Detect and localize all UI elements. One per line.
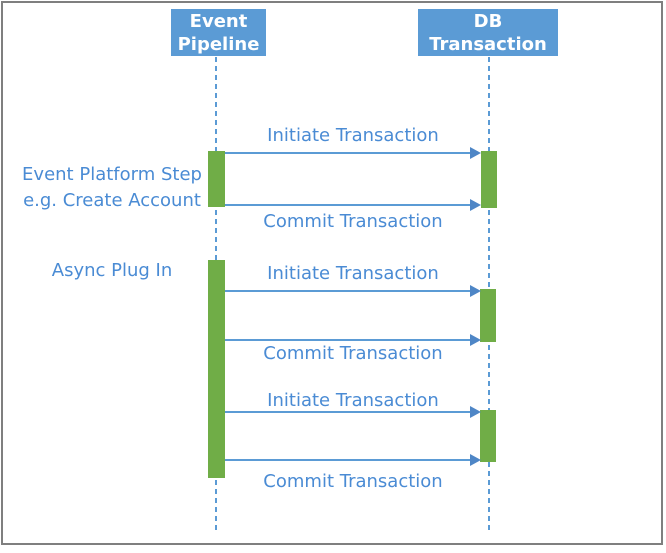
- message-label-initiate-2: Initiate Transaction: [267, 263, 439, 284]
- message-arrow-commit-3: [225, 454, 481, 466]
- annotation-line1: Async Plug In: [51, 260, 173, 281]
- activation-bar-event-platform-step: [208, 151, 225, 207]
- arrow-shaft: [225, 459, 472, 461]
- arrow-shaft: [225, 290, 472, 292]
- arrow-shaft: [225, 204, 472, 206]
- message-arrow-commit-2: [225, 334, 481, 346]
- message-arrow-commit-1: [225, 199, 481, 211]
- message-arrow-initiate-3: [225, 406, 481, 418]
- message-label-initiate-3: Initiate Transaction: [267, 390, 439, 411]
- message-arrow-initiate-1: [225, 147, 481, 159]
- lifeline-header-db-transaction: DB Transaction: [418, 9, 558, 56]
- message-label-commit-3: Commit Transaction: [263, 471, 443, 492]
- message-label-commit-2: Commit Transaction: [263, 343, 443, 364]
- lifeline-header-label-line2: Transaction: [429, 33, 547, 55]
- message-label-commit-1: Commit Transaction: [263, 211, 443, 232]
- annotation-async-plug-in: Async Plug In: [12, 258, 212, 284]
- arrowhead-icon: [470, 285, 481, 297]
- arrowhead-icon: [470, 406, 481, 418]
- message-arrow-initiate-2: [225, 285, 481, 297]
- arrow-shaft: [225, 339, 472, 341]
- arrowhead-icon: [470, 199, 481, 211]
- message-label-initiate-1: Initiate Transaction: [267, 125, 439, 146]
- activation-bar-db-transaction-2: [480, 289, 496, 342]
- arrowhead-icon: [470, 334, 481, 346]
- activation-bar-async-plug-in: [208, 260, 225, 478]
- arrowhead-icon: [470, 147, 481, 159]
- arrow-shaft: [225, 152, 472, 154]
- lifeline-header-label-line1: Event: [189, 10, 248, 32]
- arrowhead-icon: [470, 454, 481, 466]
- activation-bar-db-transaction-3: [480, 410, 496, 462]
- lifeline-header-event-pipeline: Event Pipeline: [171, 9, 266, 56]
- annotation-line1: Event Platform Step: [22, 164, 202, 185]
- lifeline-header-label-line2: Pipeline: [177, 33, 260, 55]
- annotation-event-platform-step: Event Platform Step e.g. Create Account: [12, 162, 212, 214]
- lifeline-header-label-line1: DB: [473, 10, 503, 32]
- annotation-line2: e.g. Create Account: [23, 190, 201, 211]
- arrow-shaft: [225, 411, 472, 413]
- activation-bar-db-transaction-1: [481, 151, 497, 208]
